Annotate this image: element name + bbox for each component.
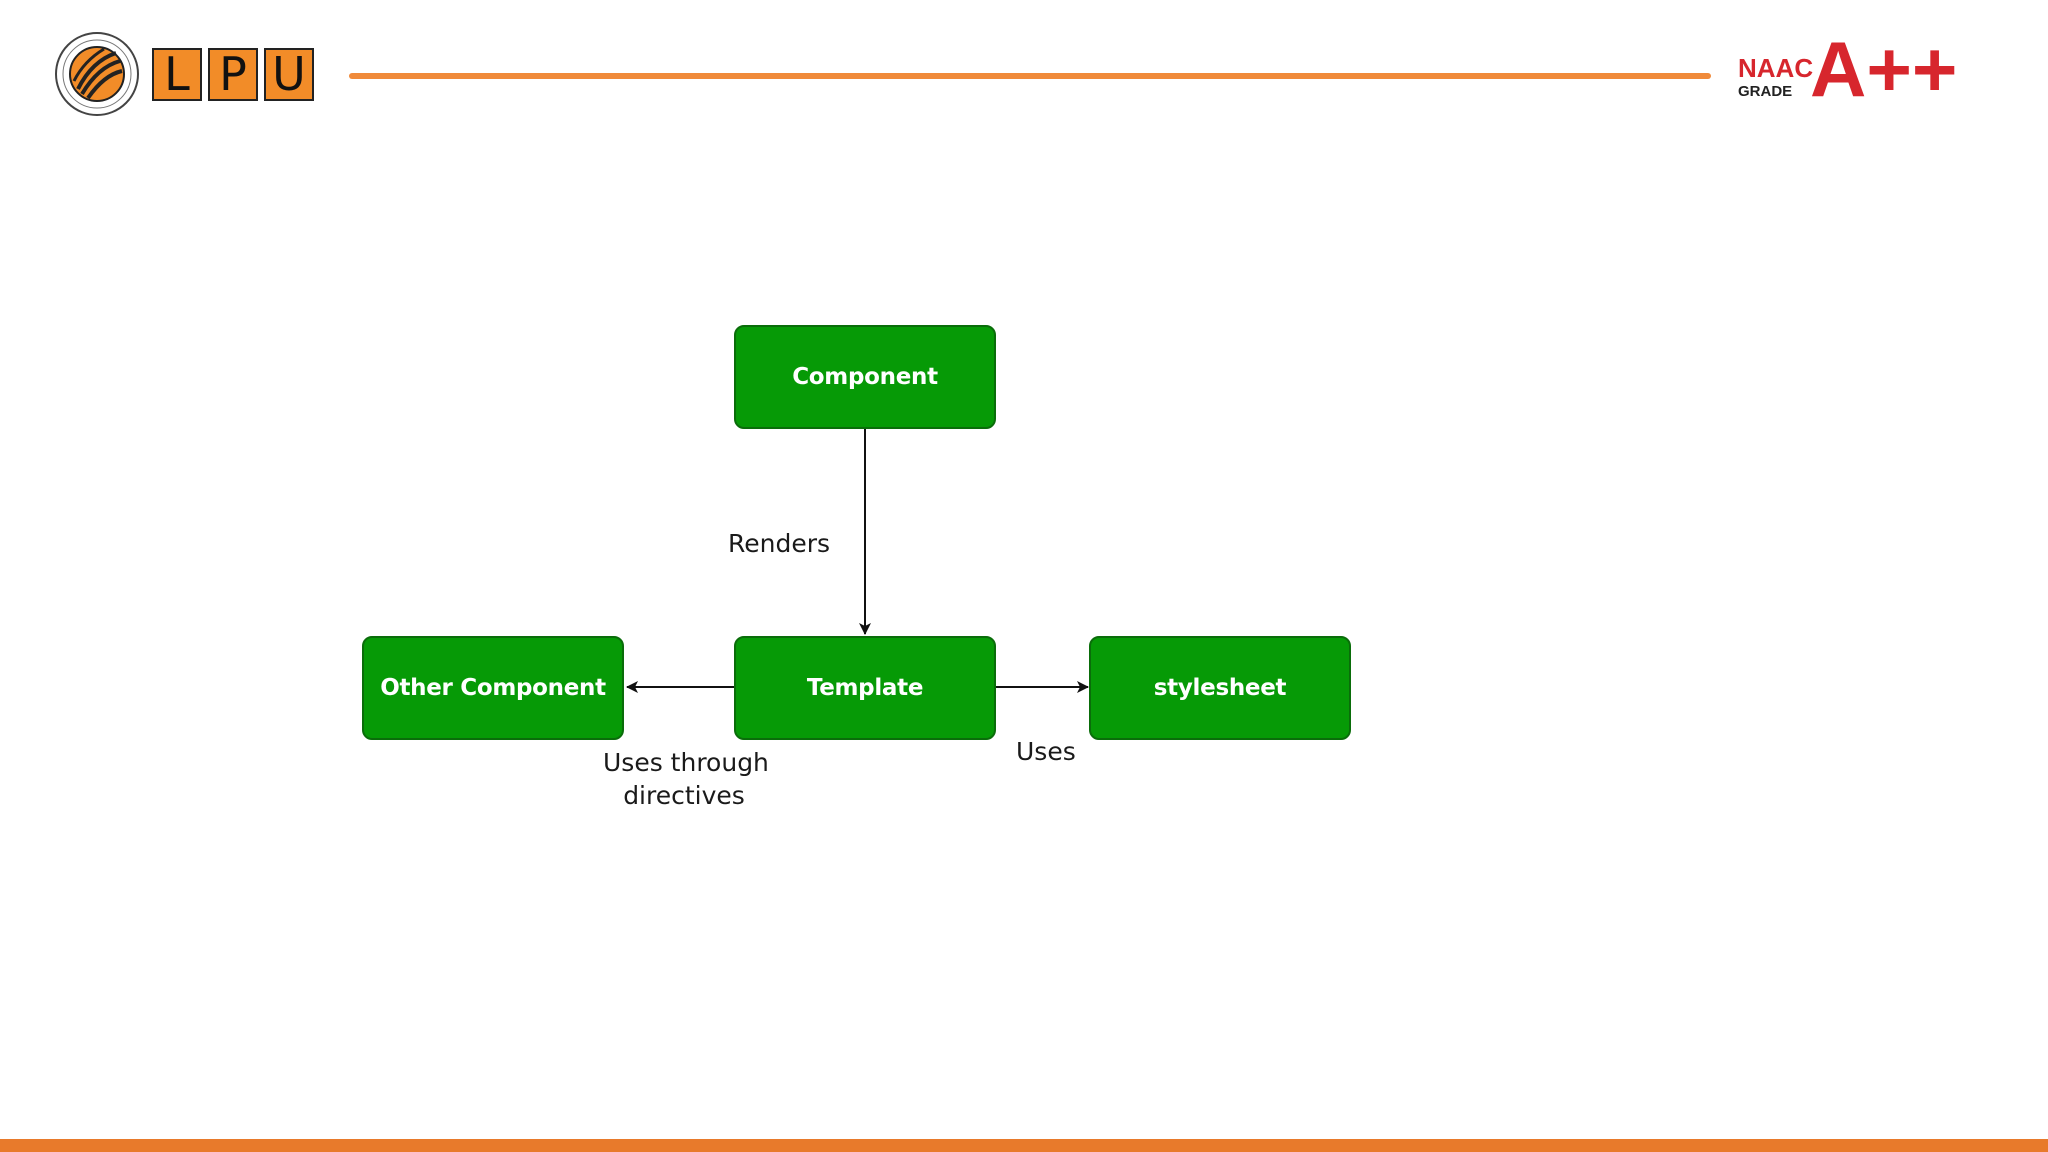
logo-letter-u: U (264, 47, 314, 101)
edge-label-uses-through-line2: directives (623, 781, 745, 810)
logo-letter-l: L (152, 47, 202, 101)
grade-label: GRADE (1738, 83, 1792, 100)
node-component: Component (734, 325, 996, 429)
footer-divider (0, 1139, 2048, 1152)
edge-label-uses-through-line1: Uses through (603, 748, 769, 777)
logo-letter-p: P (208, 47, 258, 101)
node-stylesheet: stylesheet (1089, 636, 1351, 740)
edge-label-uses: Uses (1016, 737, 1076, 766)
naac-grade-badge: NAAC GRADE A++ (1738, 26, 1957, 106)
university-seal-icon (55, 32, 139, 116)
edge-label-uses-through: Uses through directives (603, 746, 769, 812)
lpu-wordmark: L P U (152, 47, 314, 101)
header-divider (349, 73, 1711, 79)
node-other-component: Other Component (362, 636, 624, 740)
lpu-logo: L P U (54, 29, 314, 119)
node-template: Template (734, 636, 996, 740)
edge-label-renders: Renders (728, 529, 831, 558)
naac-label: NAAC (1738, 53, 1813, 83)
grade-value: A++ (1810, 26, 1957, 106)
